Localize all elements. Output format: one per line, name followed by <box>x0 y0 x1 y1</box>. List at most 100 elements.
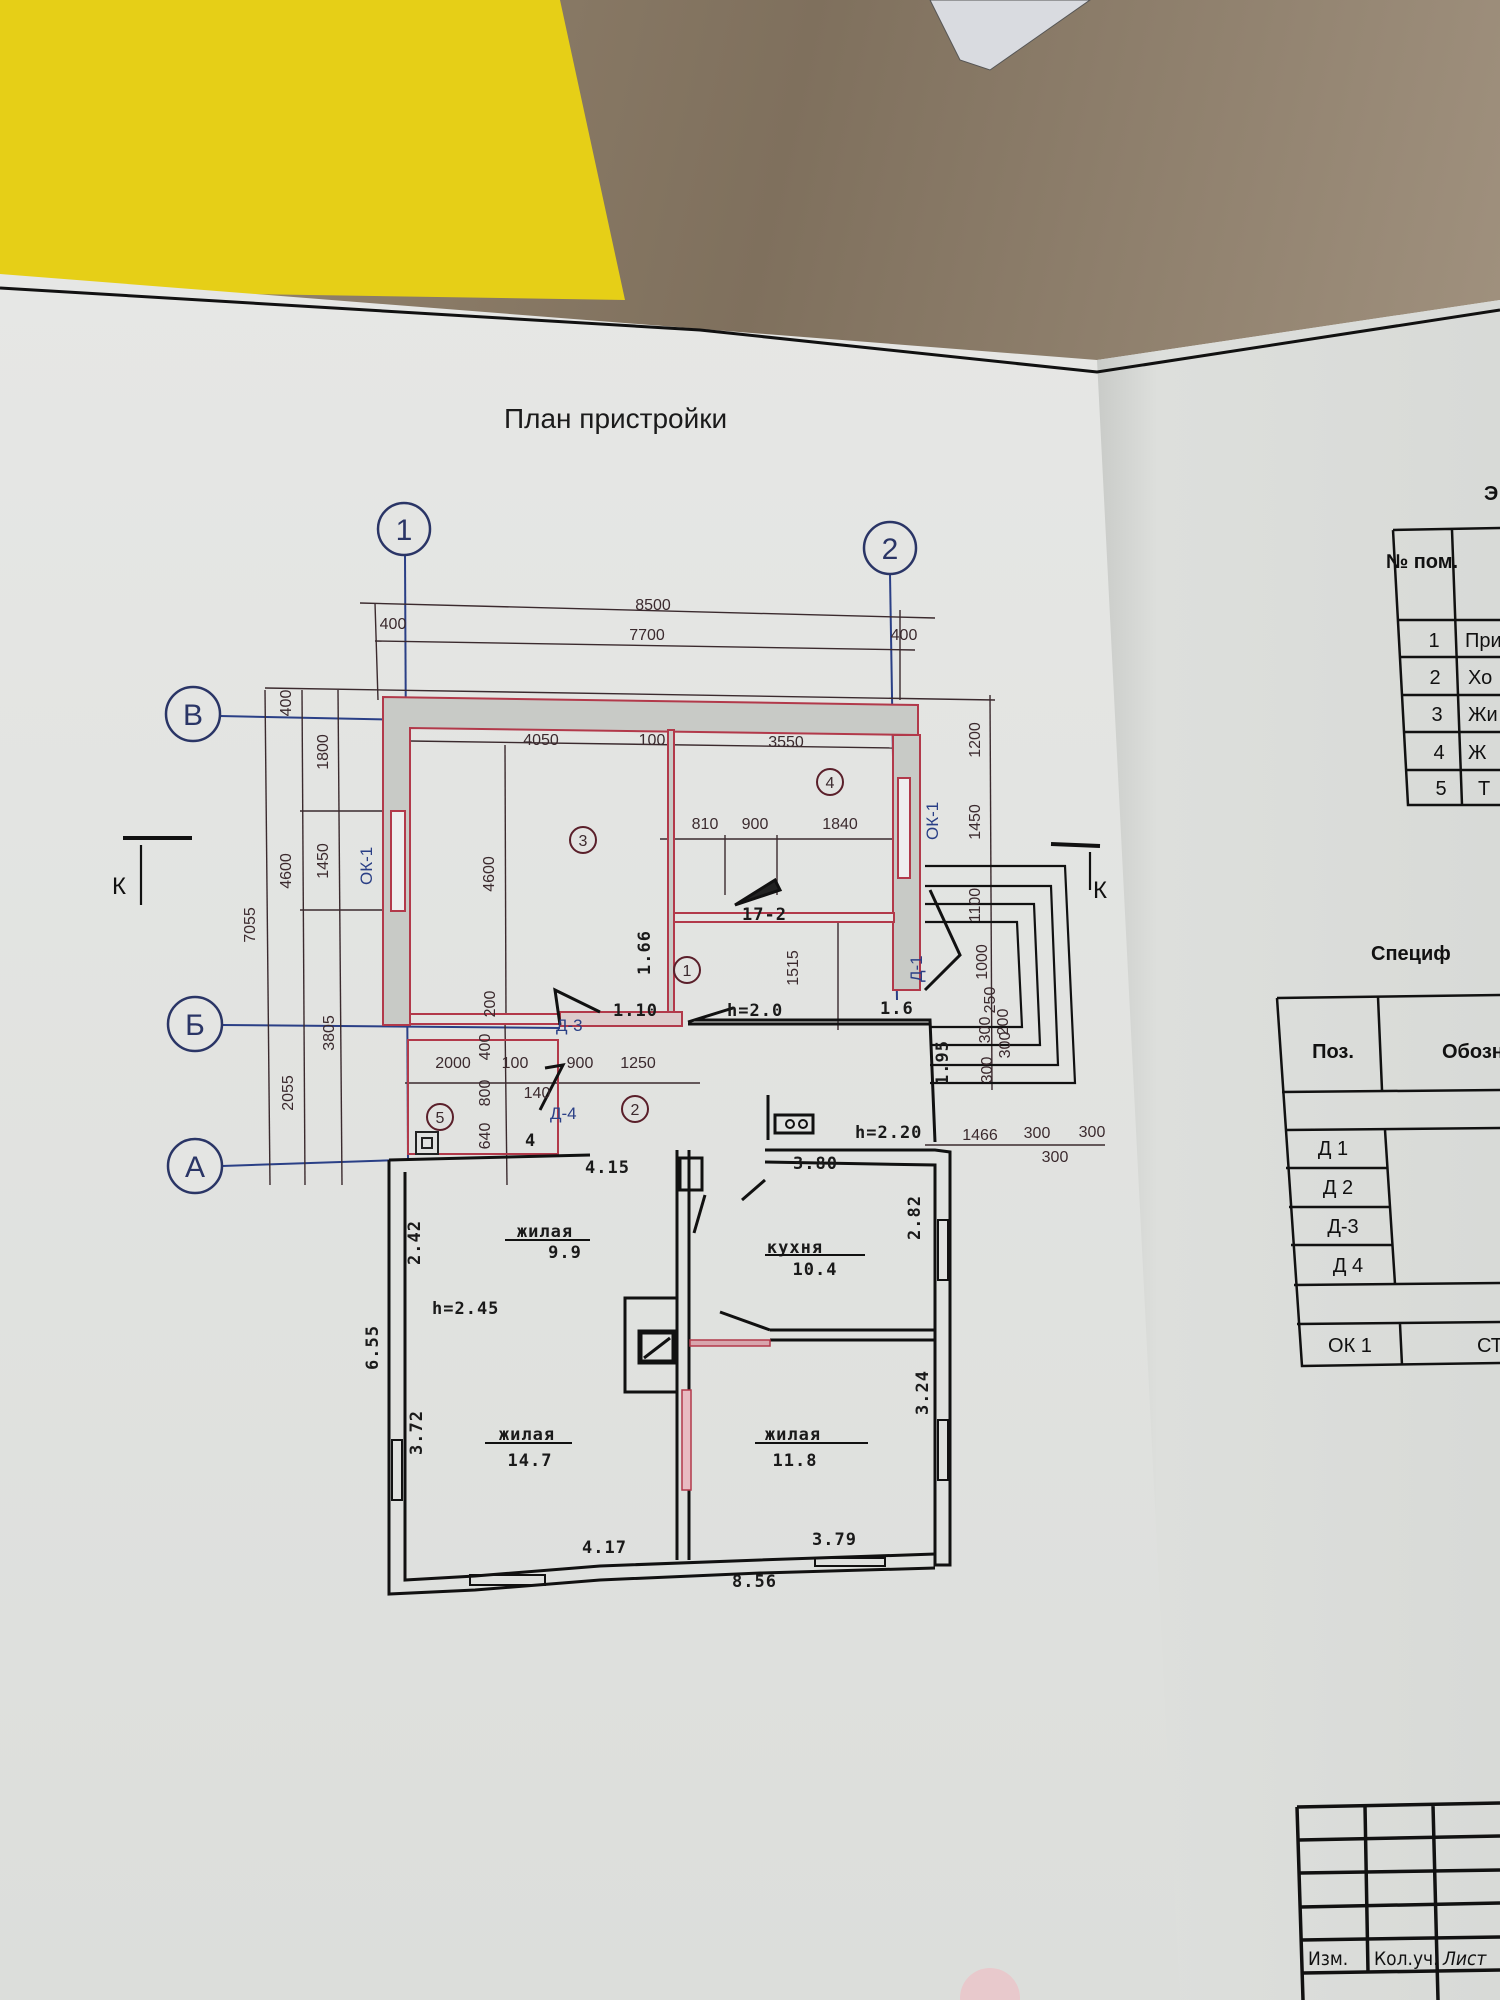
old-room-area-1: 9.9 <box>548 1243 582 1263</box>
title-block-izm: Изм. <box>1308 1948 1348 1970</box>
explication-heading-partial: Э <box>1484 483 1498 505</box>
dimension-label: 4600 <box>481 856 498 892</box>
rooms-row-1-num: 1 <box>1428 630 1439 652</box>
axis-bubble-v <box>164 685 222 743</box>
mark-1-95: 1.95 <box>933 1040 953 1085</box>
mark-2-82: 2.82 <box>905 1195 925 1240</box>
old-room-name-3: жилая <box>499 1425 555 1445</box>
dimension-label: 400 <box>477 1034 494 1061</box>
rooms-table-header: № пом. <box>1386 551 1458 573</box>
dimension-label: 100 <box>502 1055 529 1072</box>
dimension-label: 810 <box>692 816 719 833</box>
dimension-label: 8500 <box>635 597 671 614</box>
mark-8-56: 8.56 <box>732 1572 777 1592</box>
red-partition <box>689 1339 771 1347</box>
dimension-label: 140 <box>524 1085 551 1102</box>
old-room-area-3: 14.7 <box>508 1451 553 1471</box>
mark-1-10: 1.10 <box>613 1001 658 1021</box>
room-number-2: 2 <box>631 1102 640 1119</box>
dimension-label: 400 <box>891 627 918 644</box>
mark-h-2-20: h=2.20 <box>855 1123 922 1143</box>
door-label-d1: Д-1 <box>907 955 926 982</box>
old-house-walls <box>387 1018 952 1596</box>
title-block-kol-uch: Кол.уч. <box>1374 1948 1439 1970</box>
old-room-area-2: 10.4 <box>793 1260 838 1280</box>
dimension-label: 300 <box>977 1017 994 1044</box>
dimension-label: 1000 <box>974 944 991 980</box>
door-mark-d2: 17-2 <box>742 905 787 925</box>
mark-2-42: 2.42 <box>405 1220 425 1265</box>
dimension-label: 1450 <box>967 804 984 840</box>
stair-lines <box>123 836 1101 1085</box>
spec-col-pos: Поз. <box>1312 1041 1354 1063</box>
rooms-row-5-num: 5 <box>1435 778 1446 800</box>
dimension-label: 1840 <box>822 816 858 833</box>
rooms-row-1-name: При <box>1465 630 1500 652</box>
spec-row-d4: Д 4 <box>1333 1255 1363 1277</box>
dimension-label: 900 <box>567 1055 594 1072</box>
dimension-label: 1200 <box>967 722 984 758</box>
axis-label-2: 2 <box>882 533 899 566</box>
old-room-name-4: жилая <box>765 1425 821 1445</box>
title-block-grid <box>1295 1801 1500 2000</box>
dimension-label: 900 <box>742 816 769 833</box>
dimension-label: 1450 <box>315 843 332 879</box>
dimension-label: 3805 <box>321 1015 338 1051</box>
dimension-label: 800 <box>477 1080 494 1107</box>
pink-object <box>960 1968 1020 2000</box>
dimension-label: 2055 <box>280 1075 297 1111</box>
spec-row-d1: Д 1 <box>1318 1138 1348 1160</box>
vent-square <box>415 1131 439 1155</box>
spec-table-grid <box>1275 993 1500 1368</box>
rooms-row-3-num: 3 <box>1431 704 1442 726</box>
dimension-label: 400 <box>278 690 295 717</box>
section-mark-left: К <box>112 873 126 900</box>
spec-row-d3: Д-3 <box>1327 1216 1358 1238</box>
room-number-3: 3 <box>579 833 588 850</box>
dimension-label: 100 <box>639 732 666 749</box>
mark-h-2-45: h=2.45 <box>432 1299 499 1319</box>
door-label-d4: Д-4 <box>550 1104 577 1123</box>
dimension-label: 300 <box>1042 1149 1069 1166</box>
spec-col-designation: Обозн <box>1442 1041 1500 1063</box>
axis-label-v: В <box>183 699 203 732</box>
rooms-row-2-name: Хо <box>1468 667 1492 689</box>
mark-3-24: 3.24 <box>913 1370 933 1415</box>
plan-title: План пристройки <box>504 403 727 434</box>
dimension-label: 300 <box>1079 1124 1106 1141</box>
dimension-label: 300 <box>1024 1125 1051 1142</box>
dimension-label: 300 <box>979 1057 996 1084</box>
yellow-folder <box>0 0 625 300</box>
dimension-label: 400 <box>380 616 407 633</box>
spec-row-d2: Д 2 <box>1323 1177 1353 1199</box>
dimension-label: 2000 <box>435 1055 471 1072</box>
mark-4: 4 <box>525 1131 536 1151</box>
axis-bubble-1 <box>376 501 432 557</box>
paper-corner <box>929 0 1091 71</box>
dimension-label: 4600 <box>278 853 295 889</box>
spec-row-ok1: ОК 1 <box>1328 1335 1372 1357</box>
axis-bubble-b <box>166 995 224 1053</box>
dimension-label: 1250 <box>620 1055 656 1072</box>
rooms-row-5-name: Т <box>1478 778 1490 800</box>
addition-walls <box>382 695 921 1155</box>
spec-heading-partial: Специф <box>1371 943 1451 965</box>
mark-1-6: 1.6 <box>880 999 914 1019</box>
dimension-label: 200 <box>482 991 499 1018</box>
dimension-label: 1100 <box>967 888 984 923</box>
spec-row-ok1-desig: СТ <box>1477 1335 1500 1357</box>
dimension-label: 7700 <box>629 627 665 644</box>
mark-6-55: 6.55 <box>363 1325 383 1370</box>
old-room-name-2: кухня <box>767 1238 823 1258</box>
dimension-label: 1515 <box>785 950 802 986</box>
dimension-label: 1466 <box>962 1127 998 1144</box>
room-number-circles <box>426 768 844 1131</box>
dimension-label: 1800 <box>315 734 332 770</box>
dimension-label: 4050 <box>523 732 559 749</box>
window-label-ok1-right: ОК-1 <box>923 802 942 840</box>
red-partition-vertical <box>681 1389 692 1491</box>
mark-3-79: 3.79 <box>812 1530 857 1550</box>
